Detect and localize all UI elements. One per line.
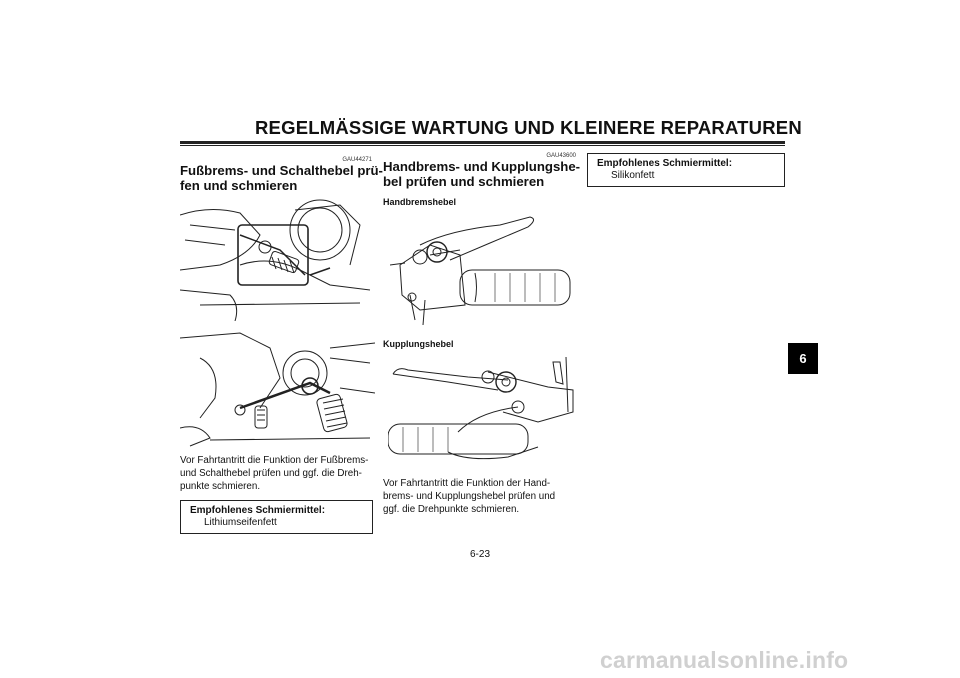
section-title-line2: bel prüfen und schmieren (383, 174, 545, 189)
brake-pedal-illustration (180, 199, 371, 321)
chapter-tab: 6 (788, 343, 818, 374)
clutch-lever-illustration (388, 356, 574, 460)
subtitle-hand-brake: Handbremshebel (383, 197, 457, 207)
subtitle-clutch: Kupplungshebel (383, 339, 454, 349)
hand-brake-lever-illustration (390, 216, 571, 326)
body-text-line2: und Schalthebel prüfen und ggf. die Dreh… (180, 468, 362, 479)
section-code: GAU44271 (342, 157, 372, 163)
lubricant-box-value: Lithiumseifenfett (204, 517, 277, 528)
watermark: carmanualsonline.info (600, 647, 849, 673)
header-rule (180, 141, 785, 144)
body-text-line3: punkte schmieren. (180, 481, 261, 492)
lubricant-box: Empfohlenes Schmiermittel: Lithiumseifen… (180, 500, 373, 534)
lubricant-box-value: Silikonfett (611, 170, 655, 181)
body-text-line1: Vor Fahrtantritt die Funktion der Hand- (383, 478, 551, 489)
body-text-line2: brems- und Kupplungshebel prüfen und (383, 491, 556, 502)
lubricant-box: Empfohlenes Schmiermittel: Silikonfett (587, 153, 785, 187)
header-rule-thin (180, 145, 785, 146)
page-header-title: REGELMÄSSIGE WARTUNG UND KLEINERE REPARA… (255, 117, 802, 138)
shift-lever-illustration (180, 332, 375, 447)
section-title-line2: fen und schmieren (180, 178, 298, 193)
body-text-line3: ggf. die Drehpunkte schmieren. (383, 504, 520, 515)
section-title-line1: Fußbrems- und Schalthebel prü- (180, 163, 383, 178)
section-code: GAU43600 (546, 153, 576, 159)
body-text-line1: Vor Fahrtantritt die Funktion der Fußbre… (180, 455, 369, 466)
section-title-line1: Handbrems- und Kupplungshe- (383, 159, 581, 174)
lubricant-box-title: Empfohlenes Schmiermittel: (597, 158, 733, 169)
page-number: 6-23 (469, 549, 490, 560)
lubricant-box-title: Empfohlenes Schmiermittel: (190, 505, 326, 516)
